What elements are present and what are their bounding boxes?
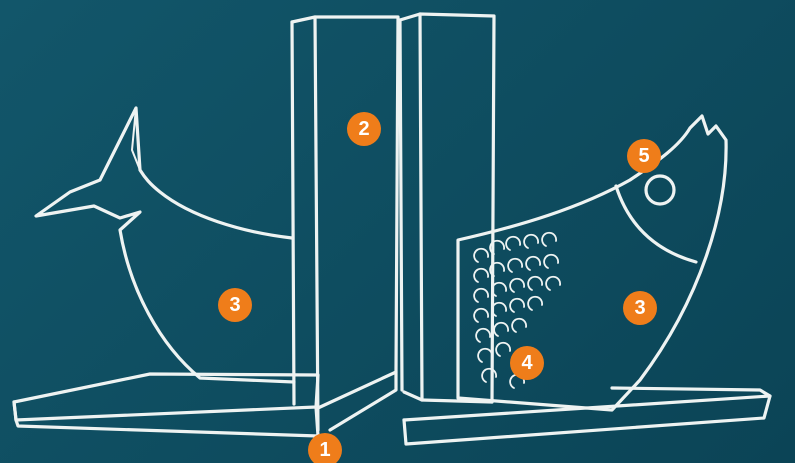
callout-5: 5 — [627, 139, 661, 173]
left-base-plate — [14, 374, 318, 436]
callout-1: 1 — [308, 433, 342, 463]
callout-3-left: 3 — [218, 288, 252, 322]
left-fish-drawing — [36, 108, 294, 382]
callout-2: 2 — [347, 112, 381, 146]
callout-4: 4 — [510, 346, 544, 380]
callout-3-right: 3 — [623, 291, 657, 325]
books-drawing — [292, 14, 494, 430]
